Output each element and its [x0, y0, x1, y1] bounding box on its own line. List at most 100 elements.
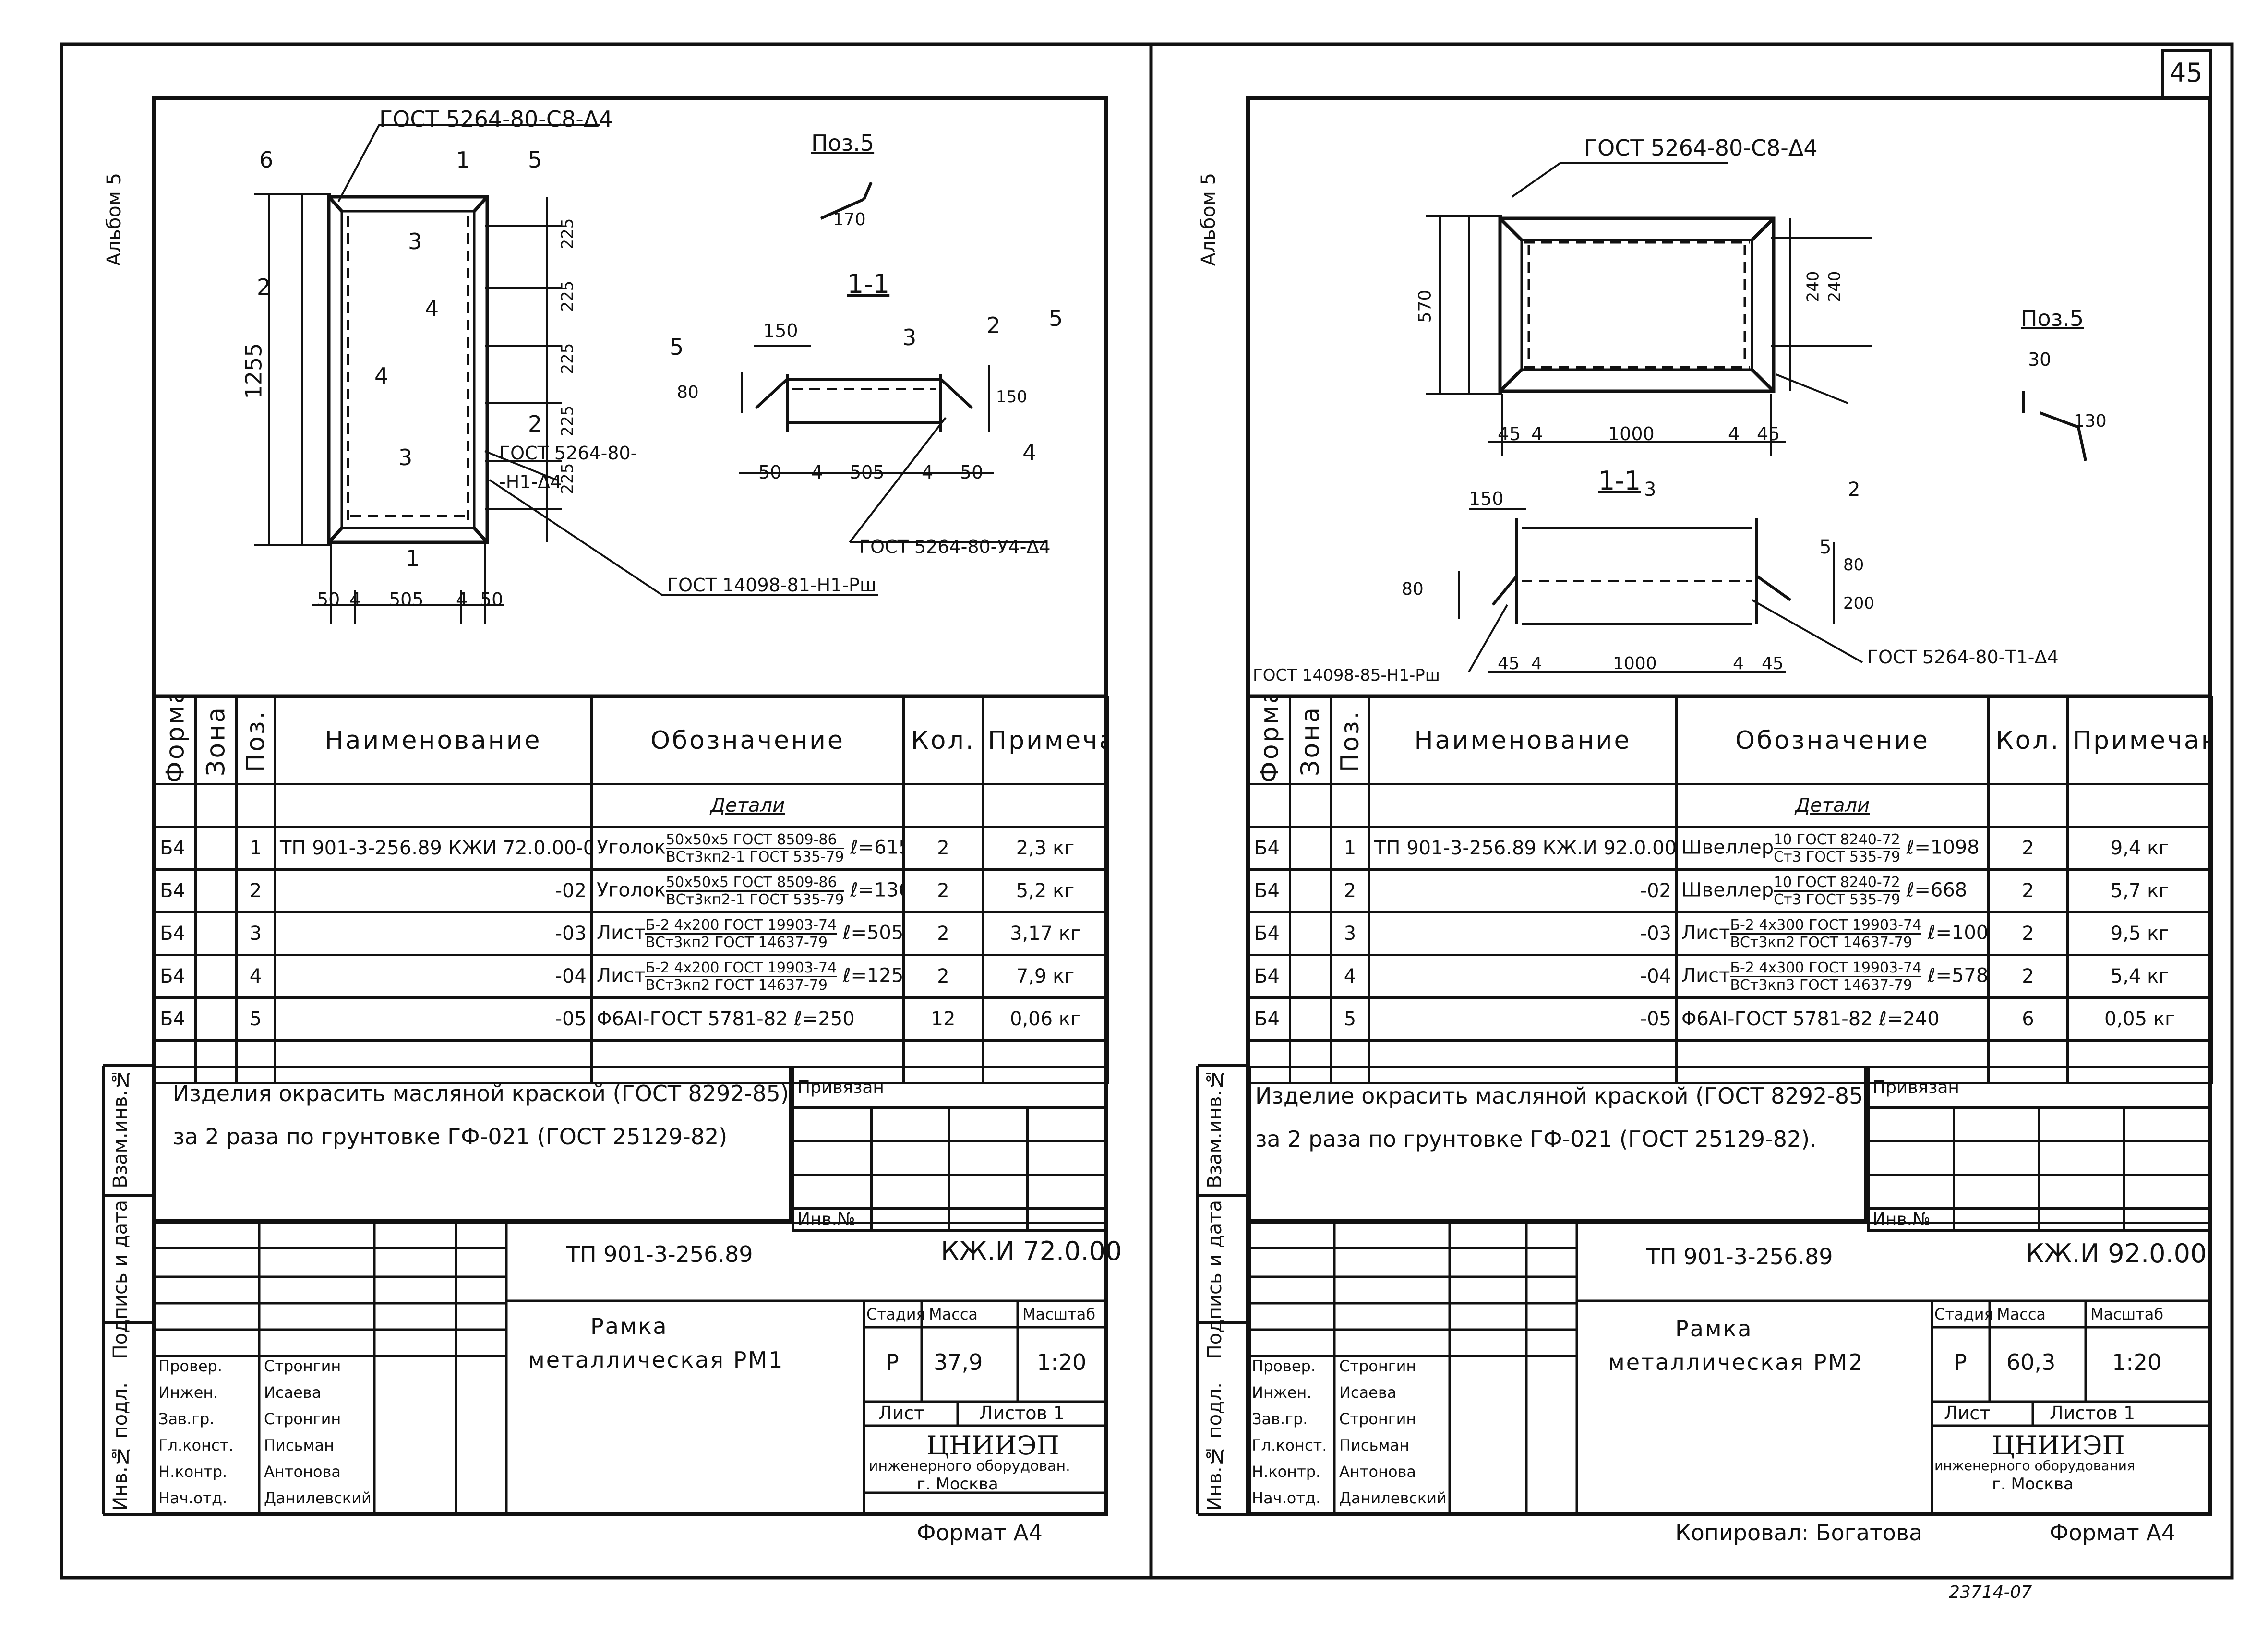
left-pos-4a: 4: [425, 296, 439, 322]
left-sec-dim-505: 505: [850, 462, 885, 483]
desig-type: Лист: [1681, 922, 1730, 944]
left-title-1: Рамка: [590, 1313, 668, 1339]
desig-length: ℓ=1365: [850, 879, 901, 901]
cell-format: Б4: [154, 911, 197, 956]
right-gost-top: ГОСТ 5264-80-С8-Δ4: [1584, 135, 1818, 161]
right-side-inv: Инв.№ подл.: [1204, 1382, 1226, 1511]
left-sec-pos-2: 2: [986, 312, 1001, 338]
left-person-1: Исаева: [264, 1383, 322, 1402]
right-mass-hdr: Масса: [1997, 1305, 2046, 1323]
right-mass-val: 60,3: [2006, 1349, 2056, 1375]
left-note-line1: Изделия окрасить масляной краской (ГОСТ …: [173, 1080, 789, 1106]
footer-code: 23714-07: [1949, 1583, 2032, 1602]
right-role-2: Зав.гр.: [1252, 1410, 1308, 1428]
cell-pos: 3: [235, 911, 276, 956]
left-note-line2: за 2 раза по грунтовке ГФ-021 (ГОСТ 2512…: [173, 1124, 728, 1150]
cell-qty: 6: [1987, 996, 2069, 1042]
right-sheet-border: [1149, 42, 2234, 1580]
cell-format: Б4: [1248, 996, 1291, 1042]
cell-name: -04: [1368, 954, 1678, 999]
inv-no-label: Инв.№: [792, 1207, 873, 1232]
left-gost-top: ГОСТ 5264-80-С8-Δ4: [379, 106, 613, 132]
left-doc-code-right: КЖ.И 72.0.00: [941, 1236, 1122, 1266]
left-dim-b-50a: 50: [317, 589, 340, 610]
desig-length: ℓ=1008: [1927, 922, 1989, 944]
right-sheets-label: Листов 1: [2050, 1403, 2136, 1424]
cell-name: -05: [1368, 996, 1678, 1042]
right-frame-elevation: [1498, 216, 1776, 393]
left-sec-pos-5: 5: [670, 334, 684, 360]
cell-pos: 1: [1330, 826, 1370, 871]
left-role-0: Провер.: [158, 1357, 222, 1375]
left-section: [739, 345, 1046, 543]
right-stage-hdr: Стадия: [1934, 1305, 1993, 1323]
desig-top: 10 ГОСТ 8240-72: [1774, 874, 1901, 892]
desig-top: Φ6АI-ГОСТ 5781-82: [1681, 1008, 1873, 1030]
cell-name: -04: [274, 954, 593, 999]
right-note-box: [1248, 1066, 1867, 1222]
left-gost-mid: ГОСТ 5264-80-: [499, 443, 637, 464]
cell-format: Б4: [1248, 826, 1291, 871]
table-row: Б4 5 -05 Φ6АI-ГОСТ 5781-82 ℓ=240 6 0,05 …: [1248, 996, 2213, 1042]
right-role-1: Инжен.: [1252, 1383, 1312, 1402]
table-row: Б4 5 -05 Φ6АI-ГОСТ 5781-82 ℓ=250 12 0,06…: [154, 996, 1109, 1042]
right-section: [1458, 508, 1863, 673]
right-dim-b-1000: 1000: [1608, 423, 1655, 444]
right-dim-b-4a: 4: [1531, 423, 1543, 444]
desig-type: Уголок: [597, 879, 666, 901]
cell-note: 5,4 кг: [2066, 954, 2213, 999]
cell-format: Б4: [1248, 911, 1291, 956]
left-mass-hdr: Масса: [929, 1305, 978, 1323]
cell-format: Б4: [154, 954, 197, 999]
right-section-label: 1-1: [1598, 466, 1641, 496]
right-sec-dim-45a: 45: [1498, 654, 1520, 673]
left-title-block: [154, 1222, 1106, 1514]
cell-pos: 4: [1330, 954, 1370, 999]
left-sheet-label: Лист: [878, 1403, 925, 1424]
right-org1: ЦНИИЭП: [1992, 1430, 2125, 1461]
cell-note: 5,2 кг: [982, 868, 1109, 913]
cell-note: 0,05 кг: [2066, 996, 2213, 1042]
right-person-2: Стронгин: [1339, 1410, 1416, 1428]
cell-name: -03: [274, 911, 593, 956]
right-person-3: Письман: [1339, 1436, 1409, 1454]
right-format: Формат А4: [2050, 1520, 2175, 1546]
cell-pos: 5: [235, 996, 276, 1042]
left-person-0: Стронгин: [264, 1357, 341, 1375]
desig-type: Уголок: [597, 836, 666, 858]
right-dim-b-45b: 45: [1757, 423, 1780, 444]
desig-top: Б-2 4х200 ГОСТ 19903-74: [645, 959, 837, 977]
right-copied: Копировал: Богатова: [1675, 1520, 1923, 1546]
left-poz5-dim: 170: [833, 210, 866, 229]
page-number-box: [2161, 49, 2212, 100]
desig-bottom: Ст3 ГОСТ 535-79: [1774, 891, 1901, 908]
desig-type: Лист: [1681, 964, 1730, 986]
left-scale-hdr: Масштаб: [1022, 1305, 1096, 1323]
desig-top: Б-2 4х300 ГОСТ 19903-74: [1730, 916, 1922, 935]
col-note: Примечан.: [982, 696, 1109, 785]
right-side-podpis: Подпись и дата: [1204, 1200, 1226, 1359]
cell-format: Б4: [1248, 868, 1291, 913]
cell-name: ТП 901-3-256.89 КЖИ 72.0.00-01: [274, 826, 593, 871]
cell-pos: 2: [1330, 868, 1370, 913]
spec-section-title: Детали: [1675, 783, 1990, 828]
desig-top: Φ6АI-ГОСТ 5781-82: [597, 1008, 788, 1030]
desig-bottom: ВСт3кп3 ГОСТ 14637-79: [1730, 976, 1912, 994]
table-header-row: Формат Зона Поз. Наименование Обозначени…: [155, 696, 1109, 785]
left-pos-3a: 3: [408, 228, 422, 254]
left-poz5-title: Поз.5: [811, 130, 875, 156]
col-qty: Кол.: [1987, 696, 2069, 785]
left-sec-dim-150: 150: [763, 320, 798, 341]
cell-qty: 2: [1987, 911, 2069, 956]
left-pos-3b: 3: [398, 444, 413, 470]
cell-format: Б4: [154, 868, 197, 913]
left-sec-dim-50b: 50: [960, 462, 984, 483]
desig-top: 50х50х5 ГОСТ 8509-86: [666, 875, 844, 892]
desig-length: ℓ=1255: [842, 964, 904, 986]
